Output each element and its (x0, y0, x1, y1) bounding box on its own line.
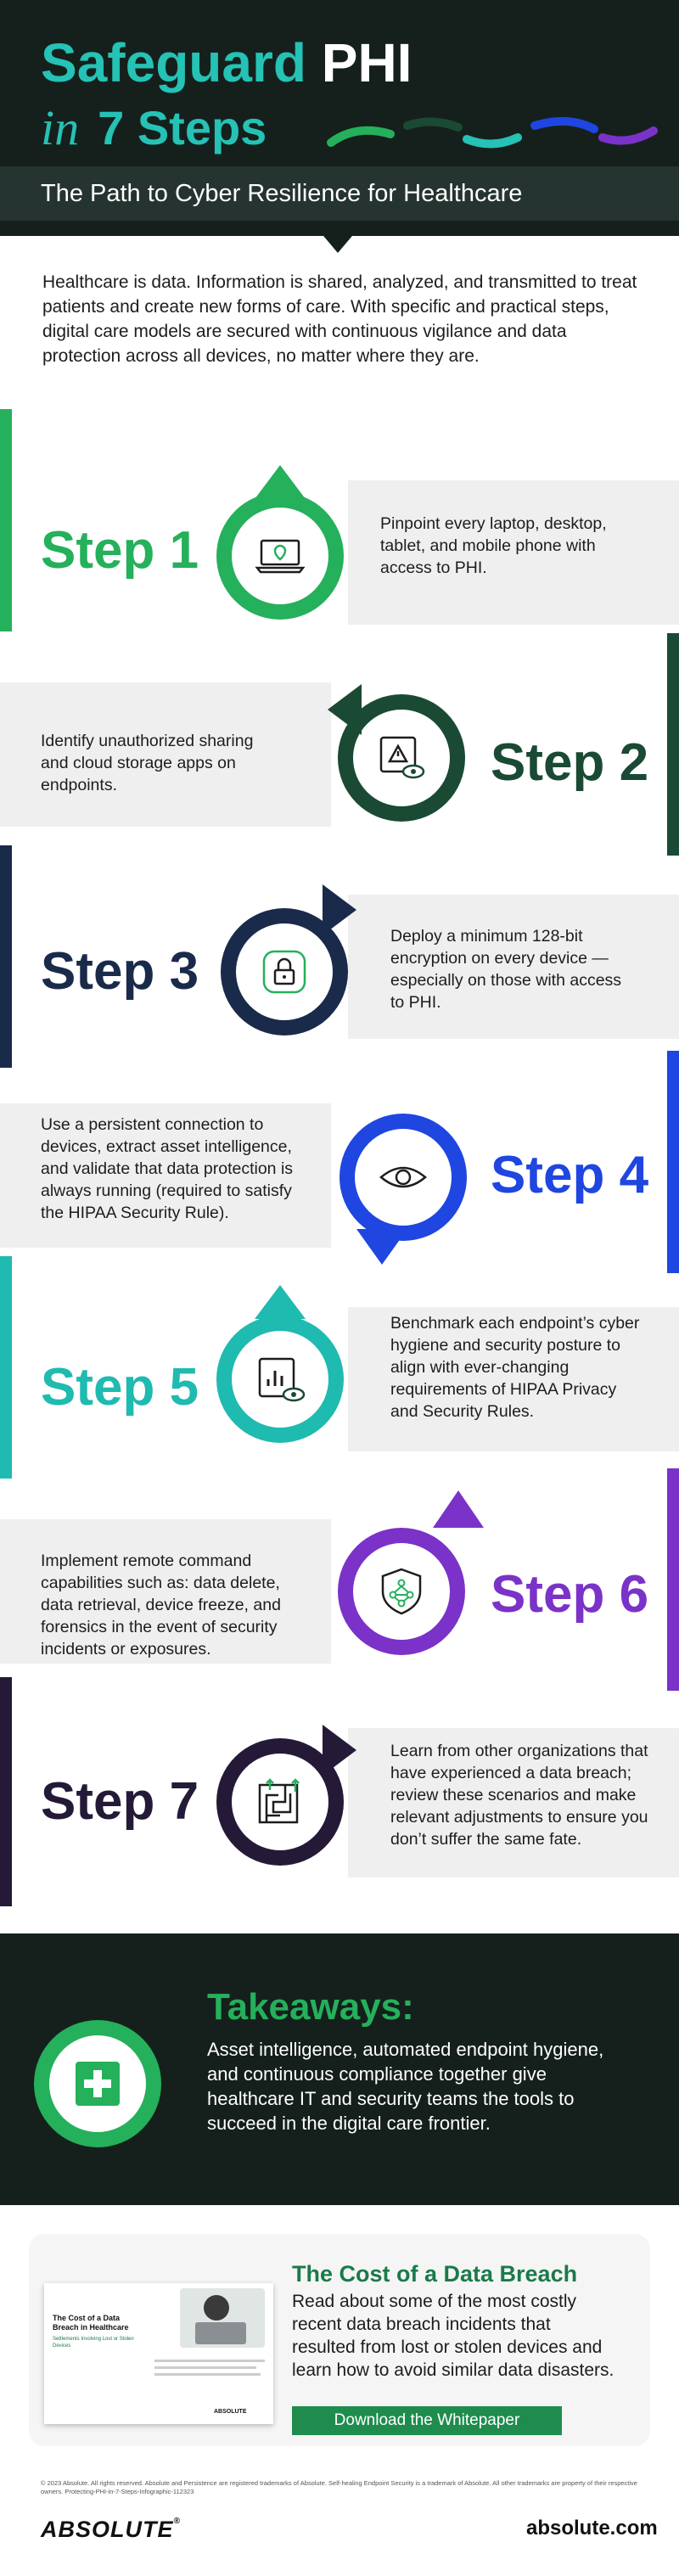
step-7-bar (0, 1677, 12, 1906)
decorative-swooshes (327, 116, 658, 149)
website-link[interactable]: absolute.com (526, 2517, 658, 2540)
report-text: Read about some of the most costly recen… (292, 2292, 614, 2380)
step-2-label: Step 2 (491, 733, 649, 792)
padlock-icon (262, 950, 306, 994)
header-pointer (319, 231, 356, 253)
step-5-text: Benchmark each endpoint’s cyber hygiene … (390, 1314, 640, 1421)
step-5-label: Step 5 (41, 1358, 199, 1417)
step-1-text-panel (348, 480, 679, 625)
logo-wordmark: ABSOLUTE (41, 2517, 174, 2542)
step-3-label: Step 3 (41, 942, 199, 1001)
person-icon (204, 2295, 229, 2321)
report-thumbnail[interactable]: The Cost of a Data Breach in Healthcare … (44, 2283, 273, 2424)
subtitle-bar: The Path to Cyber Resilience for Healthc… (0, 166, 679, 221)
absolute-logo[interactable]: ABSOLUTE® (41, 2517, 181, 2543)
eye-icon (379, 1166, 427, 1188)
step-2-text-panel (0, 682, 331, 827)
step-6-label: Step 6 (491, 1565, 649, 1624)
step-7-text: Learn from other organizations that have… (390, 1742, 648, 1849)
step-2-text: Identify unauthorized sharing and cloud … (41, 732, 254, 794)
step-6-icon-ring (338, 1528, 465, 1655)
registered-mark: ® (173, 2517, 181, 2526)
intro-paragraph: Healthcare is data. Information is share… (42, 272, 637, 366)
step-3-text-panel (348, 895, 679, 1039)
step-4-icon-ring (340, 1114, 467, 1241)
subtitle: The Path to Cyber Resilience for Healthc… (41, 180, 523, 207)
step-1-label: Step 1 (41, 521, 199, 580)
step-6-pointer (433, 1490, 484, 1528)
thumb-title: The Cost of a Data Breach in Healthcare (53, 2314, 129, 2332)
step-7-pointer (323, 1725, 356, 1776)
step-5-icon-ring (216, 1316, 344, 1443)
step-1-pointer (255, 465, 306, 499)
takeaways-title: Takeaways: (207, 1986, 414, 2028)
step-6-text: Implement remote command capabilities su… (41, 1552, 281, 1658)
laptop-location-icon (255, 539, 306, 574)
step-2-pointer (328, 684, 362, 735)
chart-eye-icon (258, 1357, 306, 1402)
step-1-bar (0, 409, 12, 631)
report-title: The Cost of a Data Breach (292, 2261, 578, 2287)
laptop-icon (195, 2322, 246, 2344)
step-4-label: Step 4 (491, 1146, 649, 1204)
step-1-text: Pinpoint every laptop, desktop, tablet, … (380, 514, 607, 577)
step-7-text-panel (348, 1728, 679, 1877)
step-4-text-panel (0, 1103, 331, 1248)
step-4-bar (667, 1051, 679, 1273)
step-5-pointer (255, 1285, 306, 1319)
step-4-pointer (356, 1229, 407, 1265)
step-3-bar (0, 845, 12, 1068)
page-title: Safeguard PHI (41, 32, 412, 93)
step-2-icon-ring (338, 694, 465, 822)
legal-text: © 2023 Absolute. All rights reserved. Ab… (41, 2479, 637, 2495)
download-whitepaper-button[interactable]: Download the Whitepaper (292, 2406, 562, 2435)
step-6-text-panel (0, 1519, 331, 1664)
takeaways-icon-ring (34, 2020, 161, 2147)
step-3-text: Deploy a minimum 128-bit encryption on e… (390, 927, 622, 1012)
thumb-subtitle: Settlements Involving Lost or Stolen Dev… (53, 2337, 134, 2349)
takeaways-text: Asset intelligence, automated endpoint h… (207, 2039, 604, 2134)
step-7-label: Step 7 (41, 1772, 199, 1831)
step-3-pointer (323, 884, 356, 935)
step-4-text: Use a persistent connection to devices, … (41, 1115, 294, 1222)
step-5-text-panel (348, 1307, 679, 1451)
maze-icon (258, 1778, 300, 1824)
medical-cross-icon (76, 2062, 120, 2106)
step-1-icon-ring (216, 492, 344, 620)
step-2-bar (667, 633, 679, 856)
warning-window-eye-icon (379, 736, 425, 779)
shield-network-icon (381, 1568, 422, 1615)
step-6-bar (667, 1468, 679, 1691)
thumb-logo: ABSOLUTE (214, 2409, 247, 2415)
step-5-bar (0, 1256, 12, 1479)
